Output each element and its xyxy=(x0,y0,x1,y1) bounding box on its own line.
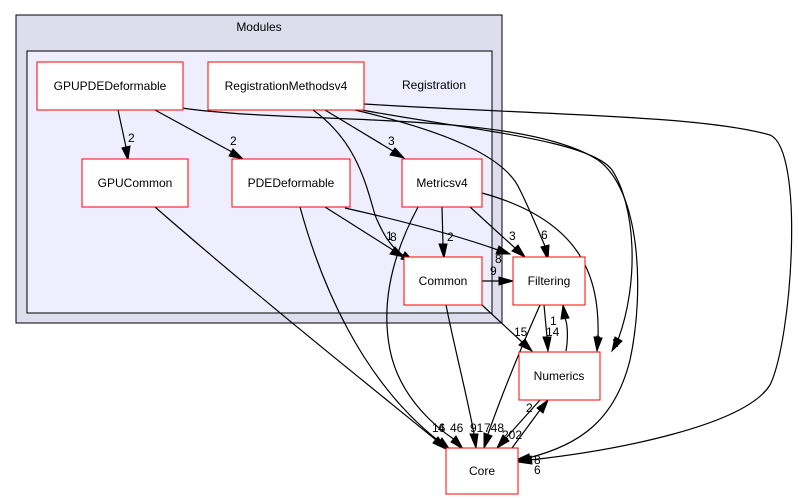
edge-gpupde-gpucommon: 2 xyxy=(117,109,135,162)
edges: 2 2 6 3 1 6 xyxy=(117,103,793,477)
edge-numerics-filtering: 1 xyxy=(550,303,570,352)
edge-label-pde-core: 46 xyxy=(450,421,464,435)
node-numerics[interactable]: Numerics xyxy=(518,351,601,401)
edge-numerics-core: 202 xyxy=(495,399,541,450)
node-common-label: Common xyxy=(419,274,468,288)
node-gpucommon[interactable]: GPUCommon xyxy=(81,158,189,208)
edge-metrics-core: 4 xyxy=(386,206,465,451)
edge-label-pde-filtering: 8 xyxy=(495,252,502,266)
node-gpupdedeformable-label: GPUPDEDeformable xyxy=(54,79,167,93)
edge-label-common-core: 91 xyxy=(470,421,484,435)
node-filtering-label: Filtering xyxy=(528,274,571,288)
edge-metrics-common: 2 xyxy=(438,206,454,260)
edge-regmeth-filtering: 6 xyxy=(354,109,550,262)
edge-label-metrics-core: 4 xyxy=(438,421,445,435)
edge-regmeth-numerics: 2 xyxy=(361,109,633,353)
edge-label-regmeth-numerics: 2 xyxy=(612,336,619,350)
edge-label-numerics-filtering: 1 xyxy=(550,314,557,328)
edge-metrics-filtering: 3 xyxy=(469,206,527,259)
edge-label-metrics-filtering: 3 xyxy=(509,229,516,243)
edge-regmeth-metricsv4: 3 xyxy=(324,109,406,159)
edge-label-filtering-core: 748 xyxy=(484,421,504,435)
edge-filtering-numerics: 14 xyxy=(542,304,560,353)
edge-common-core: 91 xyxy=(445,304,484,450)
nodes: GPUPDEDeformable RegistrationMethodsv4 G… xyxy=(36,61,601,495)
edge-label-metrics-common: 2 xyxy=(447,230,454,244)
edge-gpupde-pdedeformable: 2 xyxy=(154,109,245,160)
edge-label-core-numerics: 2 xyxy=(526,401,533,415)
node-metricsv4-label: Metricsv4 xyxy=(416,176,468,190)
node-gpucommon-label: GPUCommon xyxy=(98,176,173,190)
node-pdedeformable[interactable]: PDEDeformable xyxy=(231,158,351,208)
edge-label-gpupde-pdedeformable: 2 xyxy=(230,134,237,148)
edge-common-numerics: 15 xyxy=(481,304,534,353)
cluster-registration-label: Registration xyxy=(402,78,466,92)
edge-common-filtering: 9 xyxy=(482,264,515,286)
cluster-modules-label: Modules xyxy=(236,20,281,34)
node-gpupdedeformable[interactable]: GPUPDEDeformable xyxy=(36,61,184,111)
edge-label-gpupde-gpucommon: 2 xyxy=(128,131,135,145)
edge-label-common-numerics: 15 xyxy=(514,325,528,339)
edge-label-metrics-numerics: 6 xyxy=(594,333,601,347)
edge-pde-filtering: 8 xyxy=(344,207,512,266)
edge-label-regmeth-filtering: 6 xyxy=(541,228,548,242)
edge-label-numerics-core: 202 xyxy=(502,428,522,442)
edge-pde-core: 46 xyxy=(299,206,464,452)
edge-label-filtering-numerics: 14 xyxy=(546,325,560,339)
edge-label-regmeth-common: 1 xyxy=(386,229,393,243)
edge-metrics-numerics: 6 xyxy=(481,192,603,353)
edge-label-pde-common: 8 xyxy=(390,230,397,244)
node-filtering[interactable]: Filtering xyxy=(512,256,586,306)
edge-label-regmeth-core: 8 xyxy=(534,453,541,467)
node-pdedeformable-label: PDEDeformable xyxy=(248,176,335,190)
node-registrationmethodsv4-label: RegistrationMethodsv4 xyxy=(225,79,348,93)
node-registrationmethodsv4[interactable]: RegistrationMethodsv4 xyxy=(207,61,365,111)
node-common[interactable]: Common xyxy=(403,256,483,306)
edge-filtering-core: 748 xyxy=(483,304,541,450)
edge-regmeth-core: 8 xyxy=(363,103,793,467)
node-metricsv4[interactable]: Metricsv4 xyxy=(401,158,483,208)
edge-label-common-filtering: 9 xyxy=(490,264,497,278)
edge-label-regmeth-metricsv4: 3 xyxy=(388,134,395,148)
edge-core-numerics: 2 xyxy=(511,398,550,449)
node-numerics-label: Numerics xyxy=(534,369,585,383)
edge-pde-common: 8 xyxy=(324,206,406,258)
edge-label-gpupde-core: 6 xyxy=(534,463,541,477)
node-core-label: Core xyxy=(469,464,495,478)
node-core[interactable]: Core xyxy=(445,447,519,495)
